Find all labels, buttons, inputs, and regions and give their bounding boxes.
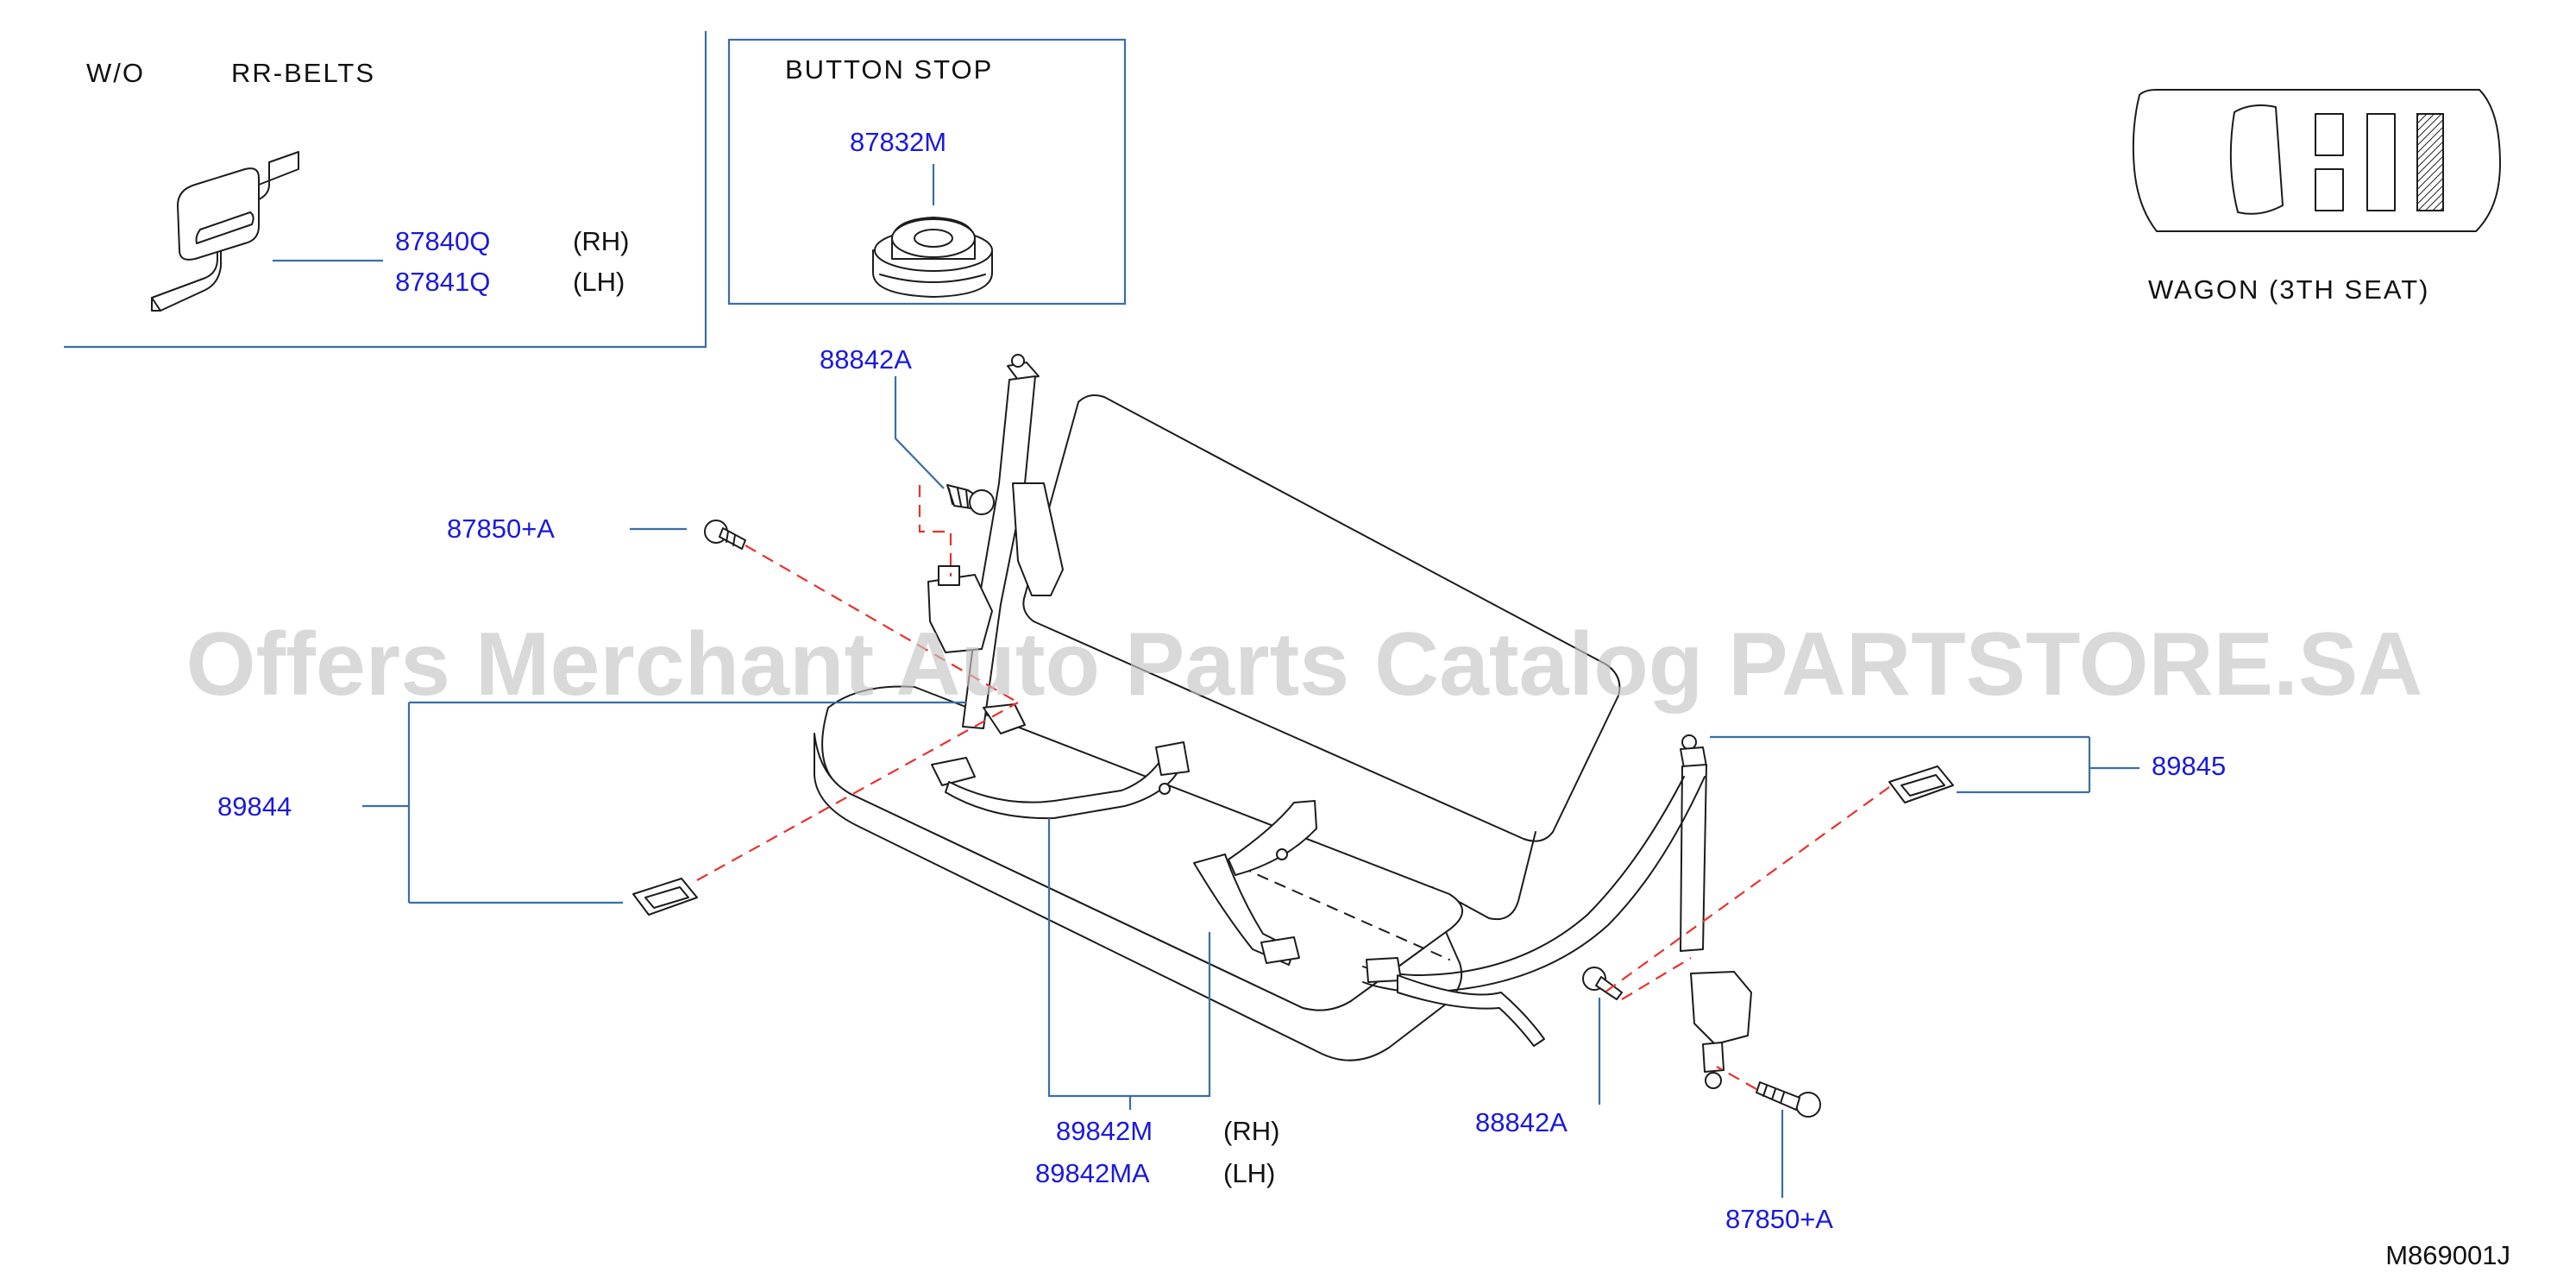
part-89845[interactable]: 89845 — [2152, 751, 2226, 781]
part-88842a-lower[interactable]: 88842A — [1475, 1107, 1568, 1137]
bolt-left — [704, 520, 746, 550]
inset-no-belts: W/O RR-BELTS 87840Q (RH) 87841Q (LH) — [64, 31, 707, 349]
left-shoulder-belt — [927, 354, 1064, 734]
inset-button-stop-frame — [727, 38, 1127, 306]
buckle-cover-left — [632, 878, 698, 916]
button-stop-drawing — [872, 217, 993, 298]
callout-87850a-left: 87850+A — [447, 513, 687, 544]
button-stop-title: BUTTON STOP — [785, 54, 993, 85]
callout-89842m: 89842M (RH) 89842MA (LH) — [1035, 818, 1279, 1188]
vehicle-front-seat-right — [2315, 168, 2344, 211]
callout-88842a-upper: 88842A — [820, 344, 945, 489]
cover-bracket-drawing — [151, 151, 299, 312]
inset-condition-b: RR-BELTS — [231, 58, 375, 88]
callout-87850a-right: 87850+A — [1725, 1110, 1833, 1234]
part-89842m[interactable]: 89842M — [1056, 1116, 1153, 1146]
part-89844[interactable]: 89844 — [217, 791, 292, 822]
watermark: Offers Merchant Auto Parts Catalog PARTS… — [186, 614, 2423, 715]
callout-88842a-lower: 88842A — [1475, 998, 1601, 1137]
vehicle-third-seat-highlight — [2416, 113, 2444, 211]
right-shoulder-belt — [1362, 734, 1752, 1089]
left-retractor — [927, 574, 993, 653]
inset-button-stop: BUTTON STOP 87832M — [727, 38, 1127, 306]
vehicle-locator-caption: WAGON (3TH SEAT) — [2148, 274, 2430, 305]
drawing-id: M869001J — [2385, 1240, 2510, 1270]
side-rh-89842m: (RH) — [1223, 1116, 1279, 1146]
bolt-upper — [946, 484, 995, 515]
callout-89845: 89845 — [1710, 735, 2226, 794]
vehicle-locator: WAGON (3TH SEAT) — [2132, 89, 2501, 305]
vehicle-windshield — [2229, 104, 2284, 215]
part-87850a-left[interactable]: 87850+A — [447, 513, 555, 544]
part-87840q[interactable]: 87840Q — [395, 226, 490, 256]
part-89842ma[interactable]: 89842MA — [1035, 1158, 1150, 1188]
seat-back — [1022, 394, 1621, 842]
side-lh-87841q: (LH) — [573, 267, 625, 297]
bolt-right-lower — [1756, 1081, 1821, 1118]
vehicle-front-seat-left — [2315, 113, 2344, 156]
buckle-cover-right — [1888, 765, 1954, 803]
vehicle-body-outline — [2132, 89, 2501, 232]
right-retractor — [1690, 971, 1752, 1045]
part-87832m[interactable]: 87832M — [850, 127, 946, 157]
center-belts — [931, 741, 1317, 966]
assembly-dash-lines — [696, 485, 1890, 1090]
inset-condition-a: W/O — [86, 58, 145, 88]
bolt-right-middle — [1582, 967, 1623, 1000]
vehicle-second-seat — [2366, 113, 2396, 211]
part-87841q[interactable]: 87841Q — [395, 267, 490, 297]
seat-cushion-front — [814, 733, 1463, 1061]
inset-no-belts-frame — [64, 31, 707, 349]
part-87850a-right[interactable]: 87850+A — [1725, 1204, 1833, 1234]
callout-89844: 89844 — [217, 701, 966, 904]
side-lh-89842ma: (LH) — [1223, 1158, 1275, 1188]
side-rh-87840q: (RH) — [573, 226, 629, 256]
seat-assembly-drawing — [814, 394, 1621, 1061]
part-88842a-upper[interactable]: 88842A — [820, 344, 912, 375]
